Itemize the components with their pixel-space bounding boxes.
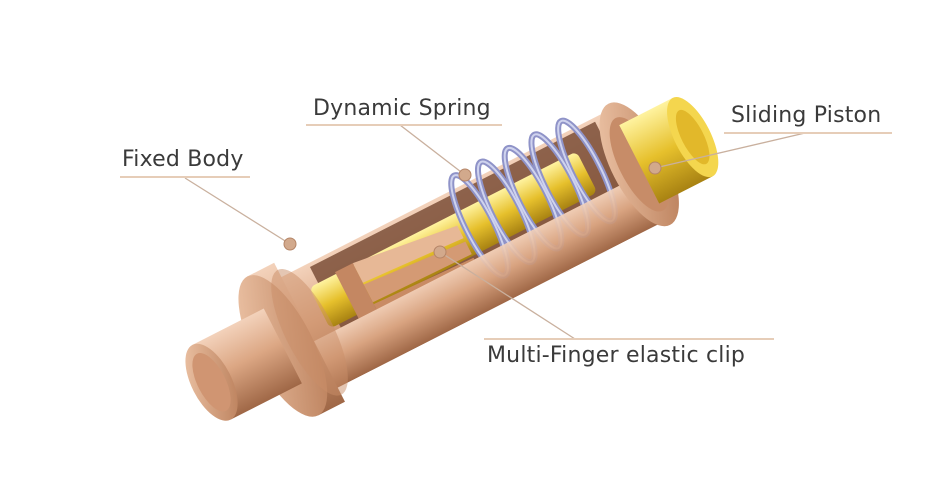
label-clip: Multi-Finger elastic clip [487, 343, 746, 368]
anchor-dots [283, 161, 662, 259]
label-fixed-body: Fixed Body [122, 147, 244, 172]
sliding-piston [619, 97, 719, 204]
label-dynamic-spring: Dynamic Spring [313, 96, 491, 121]
underline-clip [484, 338, 774, 340]
underline-sliding-piston [724, 132, 892, 134]
underline-fixed-body [120, 176, 250, 178]
anchor-dot-fixed-body [283, 237, 297, 251]
leader-lines [184, 124, 806, 340]
label-sliding-piston: Sliding Piston [731, 103, 882, 128]
fixed-body-shaft [185, 308, 302, 421]
underline-dynamic-spring [306, 124, 502, 126]
connector-assembly [185, 97, 719, 421]
anchor-dot-clip [433, 245, 447, 259]
anchor-dot-piston [648, 161, 662, 175]
anchor-dot-spring [458, 168, 472, 182]
